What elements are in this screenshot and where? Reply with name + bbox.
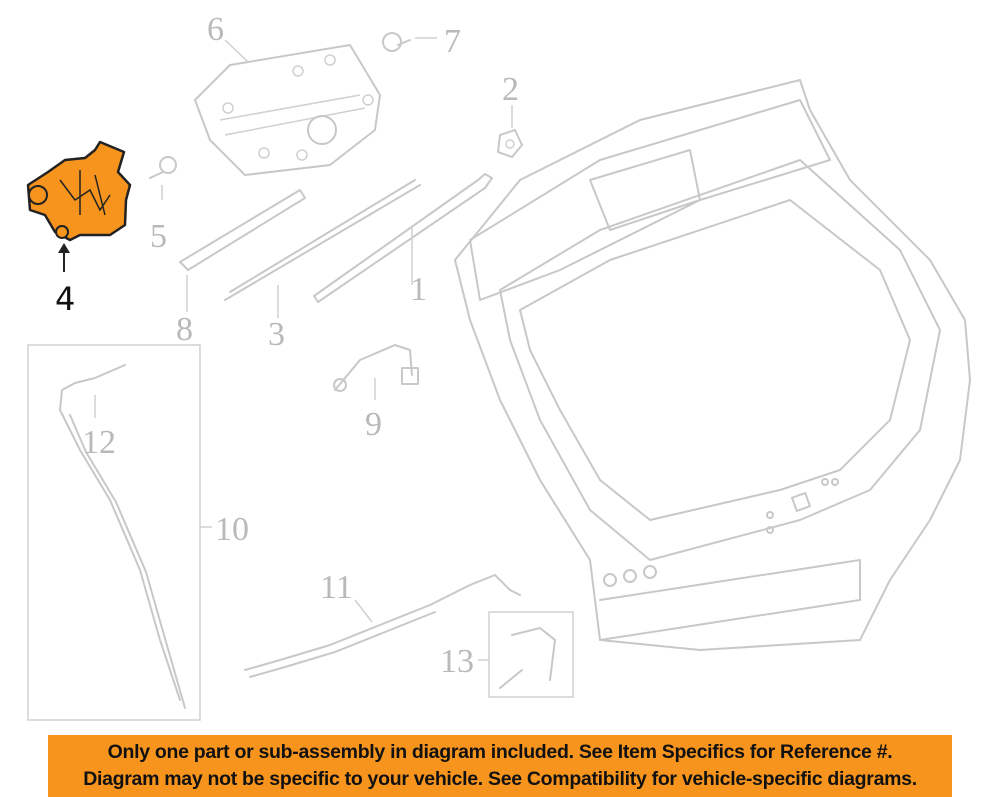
callout-4: 4 bbox=[55, 280, 75, 318]
disclaimer-line-2: Diagram may not be specific to your vehi… bbox=[83, 768, 917, 790]
callout-8: 8 bbox=[176, 311, 193, 348]
part-5-bolt bbox=[149, 156, 177, 200]
part-10-hose-box bbox=[27, 344, 212, 721]
callout-10: 10 bbox=[215, 511, 249, 548]
callout-12: 12 bbox=[82, 424, 116, 461]
disclaimer-line-1: Only one part or sub-assembly in diagram… bbox=[107, 741, 893, 763]
callout-13: 13 bbox=[440, 643, 474, 680]
part-2-nut bbox=[497, 105, 523, 158]
callout-2: 2 bbox=[502, 71, 519, 108]
part-6-cover bbox=[194, 39, 381, 176]
callout-9: 9 bbox=[365, 406, 382, 443]
callout-1: 1 bbox=[410, 271, 427, 308]
callout-5: 5 bbox=[150, 218, 167, 255]
part-13-box bbox=[478, 611, 574, 698]
part-4-highlighted bbox=[26, 140, 132, 272]
part-11-harness bbox=[244, 574, 521, 678]
callout-6: 6 bbox=[207, 11, 224, 48]
part-9-hose bbox=[333, 344, 419, 400]
disclaimer-banner: Only one part or sub-assembly in diagram… bbox=[48, 735, 952, 797]
callout-11: 11 bbox=[320, 569, 353, 606]
callout-3: 3 bbox=[268, 316, 285, 353]
callout-7: 7 bbox=[444, 23, 461, 60]
part-7-bolt bbox=[382, 32, 437, 52]
wiper-parts bbox=[179, 173, 493, 318]
liftgate-drawing bbox=[454, 79, 971, 651]
